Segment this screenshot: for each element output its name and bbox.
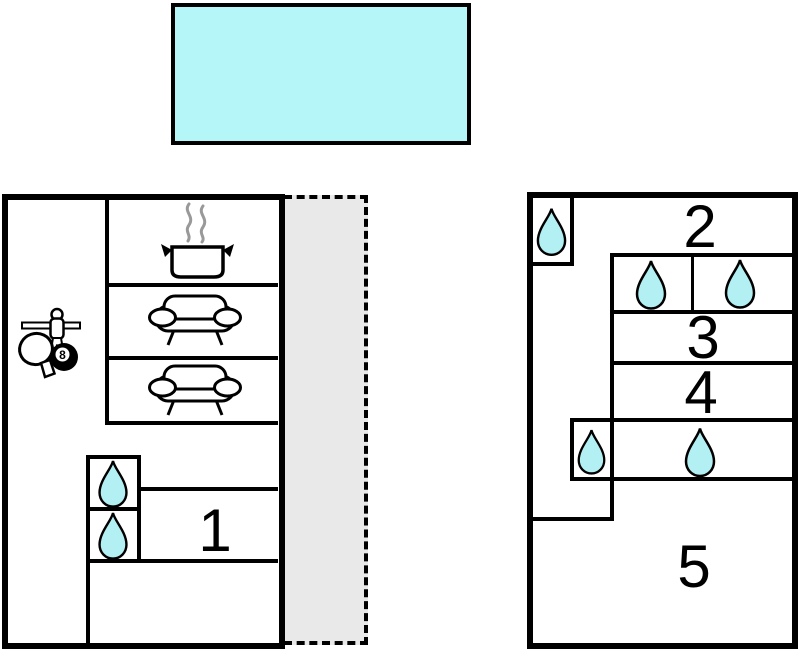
wall <box>105 200 109 425</box>
sofa-icon <box>148 294 242 346</box>
wall <box>610 253 614 521</box>
cooking-pot-icon <box>161 202 234 279</box>
wall <box>533 517 614 521</box>
wall <box>570 418 792 422</box>
swimming-pool <box>171 3 471 145</box>
wall <box>570 198 574 266</box>
water-drop-icon <box>684 428 716 478</box>
wall <box>570 418 574 481</box>
wall <box>86 563 90 643</box>
room-label-1: 1 <box>198 497 232 564</box>
game-room-icons: 8 <box>18 307 81 379</box>
wall <box>533 262 574 266</box>
water-drop-icon <box>724 259 756 309</box>
wall <box>109 356 278 360</box>
water-drop-icon <box>635 260 667 310</box>
sofa-icon <box>148 364 242 416</box>
wall <box>109 283 278 287</box>
steam-icon <box>185 202 193 243</box>
terrace <box>284 195 368 645</box>
water-drop-icon <box>536 208 567 257</box>
pot-body <box>170 245 225 279</box>
room-label-5: 5 <box>677 533 711 600</box>
pot-handle <box>161 244 172 257</box>
pot-handle <box>223 244 234 257</box>
wall <box>614 361 792 365</box>
water-drop-icon <box>98 512 128 560</box>
wall <box>610 253 792 257</box>
water-drop-icon <box>577 429 606 475</box>
wall <box>691 257 694 314</box>
room-label-4: 4 <box>684 359 718 426</box>
wall <box>90 559 278 563</box>
table-tennis-paddle-icon <box>18 331 57 379</box>
room-label-2: 2 <box>683 193 717 260</box>
wall <box>614 310 792 314</box>
foosball-player-icon <box>21 307 81 352</box>
wall <box>105 421 278 425</box>
billiard-8-ball-icon: 8 <box>50 343 78 371</box>
wall <box>86 507 141 511</box>
eight-ball-number: 8 <box>59 348 66 362</box>
steam-icon <box>199 204 207 244</box>
wall <box>570 477 792 481</box>
wall <box>141 487 278 491</box>
room-label-3: 3 <box>686 304 720 371</box>
water-drop-icon <box>98 460 128 508</box>
